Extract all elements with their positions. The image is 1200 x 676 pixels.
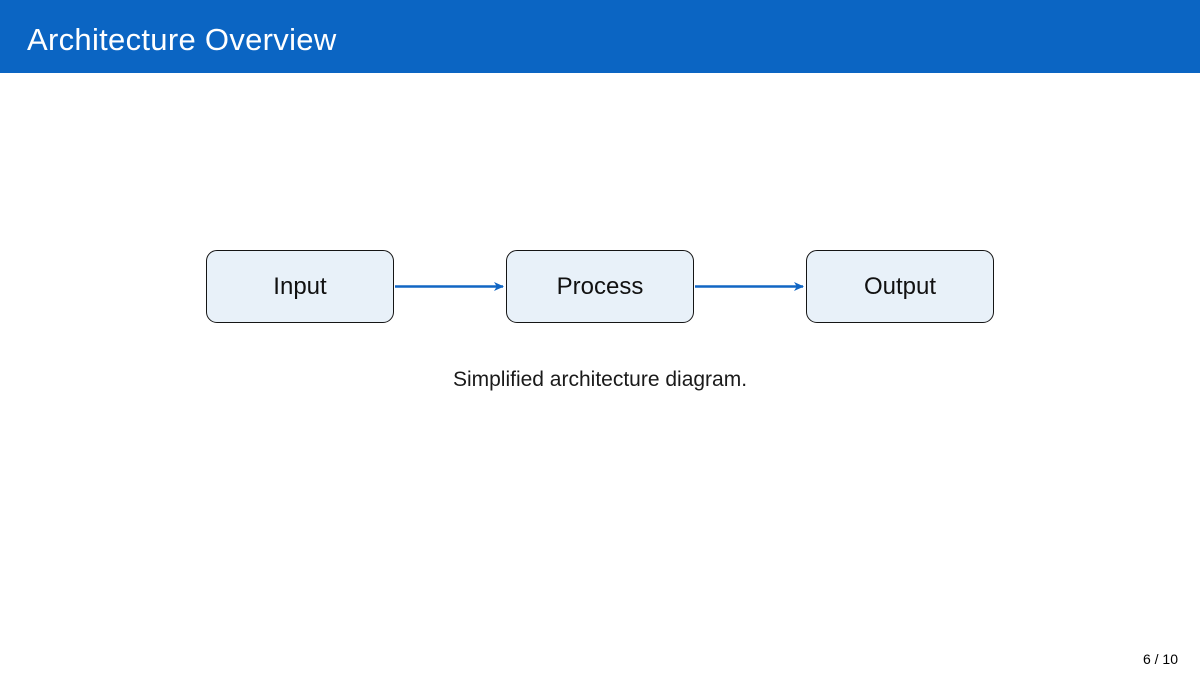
slide-title: Architecture Overview — [27, 21, 337, 57]
node-process: Process — [506, 250, 694, 323]
node-output: Output — [806, 250, 994, 323]
diagram-caption: Simplified architecture diagram. — [452, 368, 748, 391]
page-number: 6 / 10 — [1142, 651, 1178, 667]
node-input-label: Input — [273, 272, 327, 300]
node-input: Input — [206, 250, 394, 323]
node-output-label: Output — [863, 272, 937, 300]
flow-arrows — [395, 282, 804, 291]
node-process-label: Process — [556, 272, 644, 300]
architecture-diagram: Input Process Output — [0, 250, 1200, 323]
slide-title-bar: Architecture Overview — [0, 0, 1200, 73]
